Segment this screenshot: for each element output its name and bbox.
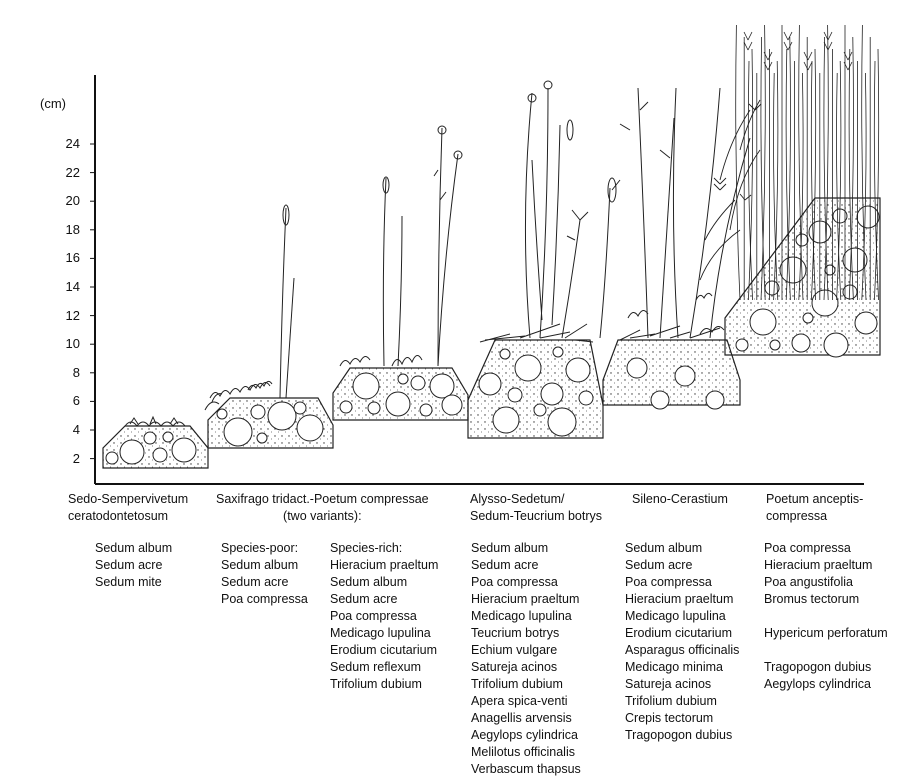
species-item: Aegylops cylindrica — [764, 676, 871, 693]
grass-spikelet — [744, 32, 752, 50]
mound-2 — [208, 398, 333, 448]
species-item: Sedum album — [471, 540, 581, 557]
species-item: Apera spica-venti — [471, 693, 581, 710]
species-item: Sedum album — [95, 540, 172, 557]
species-item: Poa compressa — [221, 591, 308, 608]
tall-grass — [736, 25, 879, 300]
species-item: Hieracium praeltum — [471, 591, 581, 608]
species-item: Poa compressa — [625, 574, 739, 591]
species-item: Trifolium dubium — [471, 676, 581, 693]
species-group-heading: Species-poor: — [221, 540, 308, 557]
species-item: Sedum album — [221, 557, 308, 574]
species-list: Poa compressaHieracium praeltumPoa angus… — [764, 540, 872, 608]
species-item: Medicago lupulina — [330, 625, 438, 642]
species-item: Satureja acinos — [625, 676, 739, 693]
species-list: Tragopogon dubiusAegylops cylindrica — [764, 659, 871, 693]
mound-6 — [725, 198, 880, 357]
species-list: Sedum albumSedum acrePoa compressaHierac… — [471, 540, 581, 778]
community-title-line: Sileno-Cerastium — [632, 491, 728, 508]
species-group-heading: Species-rich: — [330, 540, 438, 557]
species-item: Erodium cicutarium — [330, 642, 438, 659]
species-item: Sedum acre — [330, 591, 438, 608]
species-item: Medicago minima — [625, 659, 739, 676]
community-title-line: ceratodontetosum — [68, 508, 188, 525]
community-title: Poetum anceptis-compressa — [766, 491, 863, 525]
mound-4 — [468, 340, 603, 438]
community-title: Sileno-Cerastium — [632, 491, 728, 508]
species-item: Sedum acre — [95, 557, 172, 574]
species-item: Sedum acre — [625, 557, 739, 574]
community-title-line: Saxifrago tridact.-Poetum compressae — [216, 491, 429, 508]
species-item: Satureja acinos — [471, 659, 581, 676]
species-item: Poa compressa — [330, 608, 438, 625]
mound-3 — [333, 368, 468, 420]
species-list: Sedum albumSedum acreSedum mite — [95, 540, 172, 591]
mound-5 — [603, 340, 740, 409]
species-item: Tragopogon dubius — [625, 727, 739, 744]
grass-spikelet — [804, 52, 812, 70]
species-list: Species-poor:Sedum albumSedum acrePoa co… — [221, 540, 308, 608]
species-item: Crepis tectorum — [625, 710, 739, 727]
species-list: Hypericum perforatum — [764, 625, 888, 642]
species-item: Sedum reflexum — [330, 659, 438, 676]
species-item: Sedum mite — [95, 574, 172, 591]
species-item: Sedum album — [625, 540, 739, 557]
community-title-line: Sedo-Sempervivetum — [68, 491, 188, 508]
species-item: Trifolium dubium — [625, 693, 739, 710]
species-item: Sedum album — [330, 574, 438, 591]
grass-spikelet — [784, 32, 792, 50]
species-item: Verbascum thapsus — [471, 761, 581, 778]
mound-1 — [103, 426, 208, 468]
species-item: Sedum acre — [221, 574, 308, 591]
community-title: Saxifrago tridact.-Poetum compressae(two… — [216, 491, 429, 525]
species-item: Melilotus officinalis — [471, 744, 581, 761]
species-item: Tragopogon dubius — [764, 659, 871, 676]
species-item: Trifolium dubium — [330, 676, 438, 693]
species-item: Hieracium praeltum — [330, 557, 438, 574]
species-item: Aegylops cylindrica — [471, 727, 581, 744]
species-item: Poa compressa — [764, 540, 872, 557]
species-item: Anagellis arvensis — [471, 710, 581, 727]
species-item: Poa compressa — [471, 574, 581, 591]
vegetation-profile-diagram — [0, 0, 914, 490]
species-list: Species-rich:Hieracium praeltumSedum alb… — [330, 540, 438, 693]
species-item: Bromus tectorum — [764, 591, 872, 608]
community-title-line: (two variants): — [216, 508, 429, 525]
species-item: Sedum acre — [471, 557, 581, 574]
community-title-line: Sedum-Teucrium botrys — [470, 508, 602, 525]
species-item: Asparagus officinalis — [625, 642, 739, 659]
species-item: Erodium cicutarium — [625, 625, 739, 642]
species-list: Sedum albumSedum acrePoa compressaHierac… — [625, 540, 739, 744]
community-title-line: Alysso-Sedetum/ — [470, 491, 602, 508]
species-item: Teucrium botrys — [471, 625, 581, 642]
community-title-line: Poetum anceptis- — [766, 491, 863, 508]
species-item: Medicago lupulina — [471, 608, 581, 625]
species-item: Poa angustifolia — [764, 574, 872, 591]
species-item: Hieracium praeltum — [625, 591, 739, 608]
species-item: Medicago lupulina — [625, 608, 739, 625]
species-item: Echium vulgare — [471, 642, 581, 659]
community-title-line: compressa — [766, 508, 863, 525]
community-title: Sedo-Sempervivetumceratodontetosum — [68, 491, 188, 525]
species-item: Hypericum perforatum — [764, 625, 888, 642]
species-item: Hieracium praeltum — [764, 557, 872, 574]
grass-blade — [736, 25, 740, 300]
community-title: Alysso-Sedetum/Sedum-Teucrium botrys — [470, 491, 602, 525]
